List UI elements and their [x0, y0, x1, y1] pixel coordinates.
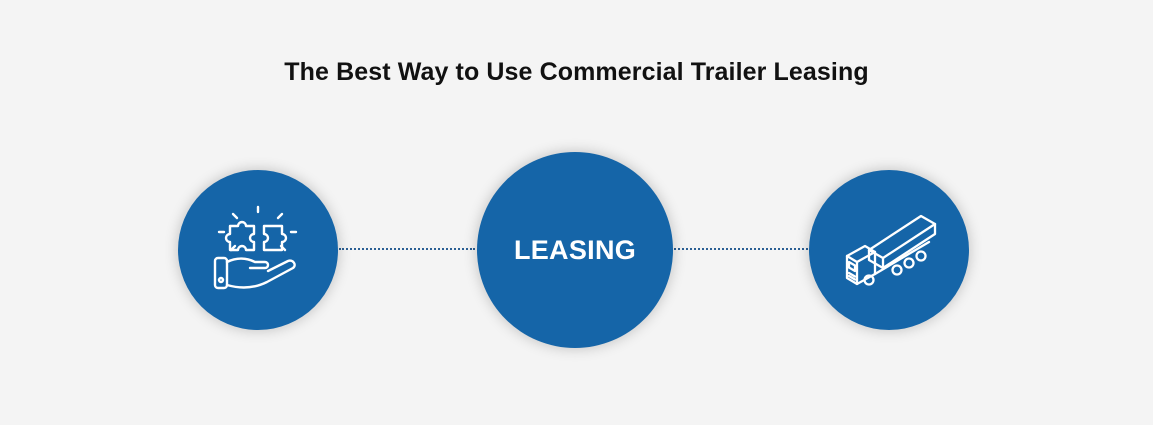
hand-holding-puzzle-icon: [213, 205, 298, 290]
connector-right: [674, 248, 808, 250]
center-circle: LEASING: [477, 152, 673, 348]
page-title: The Best Way to Use Commercial Trailer L…: [284, 58, 869, 86]
connector-left: [339, 248, 475, 250]
center-label: LEASING: [513, 235, 637, 265]
right-circle: [809, 170, 969, 330]
semi-truck-trailer-icon: [845, 214, 937, 286]
left-circle: [178, 170, 338, 330]
